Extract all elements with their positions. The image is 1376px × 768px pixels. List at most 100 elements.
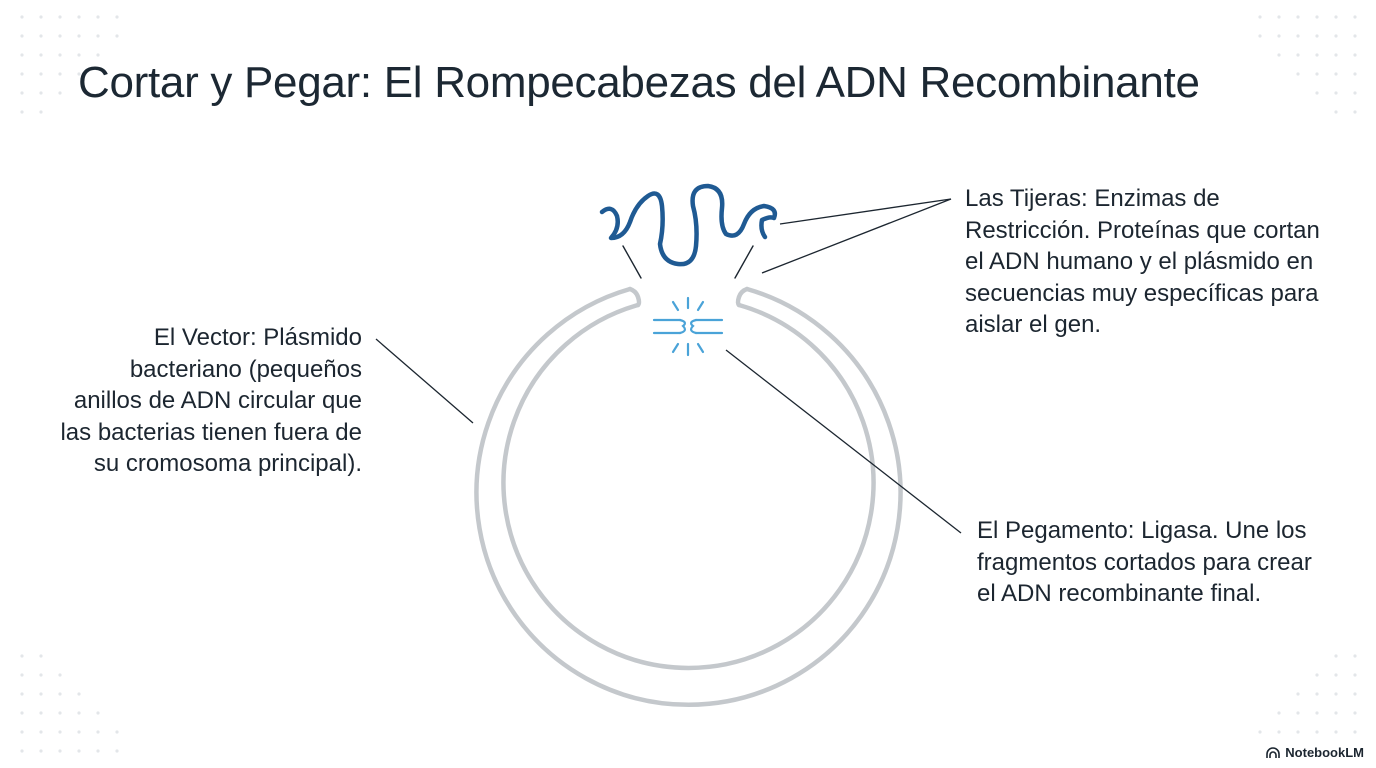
dot <box>58 34 62 38</box>
dot <box>1353 110 1357 114</box>
dot <box>115 730 119 734</box>
notebooklm-logo-icon <box>1266 746 1281 758</box>
dot <box>77 730 81 734</box>
dot <box>1315 711 1319 715</box>
dot <box>20 91 24 95</box>
dot <box>96 711 100 715</box>
dot <box>20 654 24 658</box>
dot <box>1334 110 1338 114</box>
dot <box>1277 53 1281 57</box>
dot <box>115 749 119 753</box>
dot <box>1258 34 1262 38</box>
dot <box>96 730 100 734</box>
dot <box>1353 730 1357 734</box>
dot <box>77 711 81 715</box>
dot <box>115 34 119 38</box>
dot <box>1315 692 1319 696</box>
dot <box>1353 711 1357 715</box>
dot <box>1334 72 1338 76</box>
dot <box>58 673 62 677</box>
dot <box>1353 673 1357 677</box>
dot <box>77 749 81 753</box>
dot <box>1334 34 1338 38</box>
leader-lines <box>375 198 962 534</box>
scissors-label: Las Tijeras: Enzimas de Restricción. Pro… <box>965 185 1320 338</box>
dot <box>1315 673 1319 677</box>
dot <box>1277 34 1281 38</box>
dot <box>1334 711 1338 715</box>
scissors-leader-line-bottom <box>761 198 952 274</box>
dot <box>1334 730 1338 734</box>
brand-watermark: NotebookLM <box>1266 745 1364 760</box>
dot <box>20 34 24 38</box>
dot <box>39 110 43 114</box>
dot <box>1334 692 1338 696</box>
dot <box>77 692 81 696</box>
cut-marks <box>622 245 754 279</box>
dot <box>1296 53 1300 57</box>
dot <box>20 72 24 76</box>
dot <box>39 53 43 57</box>
dot-pattern <box>20 15 1357 753</box>
dot <box>20 749 24 753</box>
dot <box>1277 711 1281 715</box>
dot <box>39 749 43 753</box>
dot <box>1315 72 1319 76</box>
dot <box>96 34 100 38</box>
dot <box>1258 730 1262 734</box>
dot <box>1277 15 1281 19</box>
dot <box>77 34 81 38</box>
dot <box>20 730 24 734</box>
dot <box>1296 72 1300 76</box>
ligase-joint-icon <box>652 296 724 357</box>
dot <box>1334 15 1338 19</box>
dot <box>115 15 119 19</box>
vector-leader-line <box>375 338 474 424</box>
page-title: Cortar y Pegar: El Rompecabezas del ADN … <box>78 58 1200 107</box>
dot <box>20 53 24 57</box>
dot <box>1296 730 1300 734</box>
dot <box>96 749 100 753</box>
dot <box>1353 91 1357 95</box>
dot <box>20 15 24 19</box>
dot <box>1296 711 1300 715</box>
dot <box>77 53 81 57</box>
dot <box>1277 730 1281 734</box>
dot <box>1334 654 1338 658</box>
glue-leader-line <box>725 349 962 534</box>
dot <box>1353 692 1357 696</box>
dot <box>1315 91 1319 95</box>
dot <box>58 730 62 734</box>
dot <box>1296 15 1300 19</box>
dot <box>1334 673 1338 677</box>
dot <box>1315 34 1319 38</box>
dot <box>77 15 81 19</box>
dot <box>39 711 43 715</box>
dot <box>1353 34 1357 38</box>
gene-fragment <box>599 183 778 267</box>
dot <box>1315 53 1319 57</box>
dot <box>1258 15 1262 19</box>
dot <box>39 34 43 38</box>
dot <box>39 730 43 734</box>
dot <box>58 749 62 753</box>
dot <box>39 673 43 677</box>
dot <box>1334 53 1338 57</box>
dot <box>1353 15 1357 19</box>
dot <box>58 91 62 95</box>
dot <box>1353 72 1357 76</box>
dot <box>58 711 62 715</box>
scissors-leader-line-top <box>779 198 952 225</box>
dot <box>1315 730 1319 734</box>
dot <box>96 15 100 19</box>
dot <box>58 72 62 76</box>
dot <box>39 654 43 658</box>
vector-label: El Vector: Plásmido bacteriano (pequeños… <box>60 324 362 477</box>
dot <box>1296 34 1300 38</box>
glue-label: El Pegamento: Ligasa. Une los fragmentos… <box>977 517 1312 607</box>
dot <box>20 673 24 677</box>
dot <box>20 711 24 715</box>
dot <box>1334 91 1338 95</box>
dot <box>1296 692 1300 696</box>
